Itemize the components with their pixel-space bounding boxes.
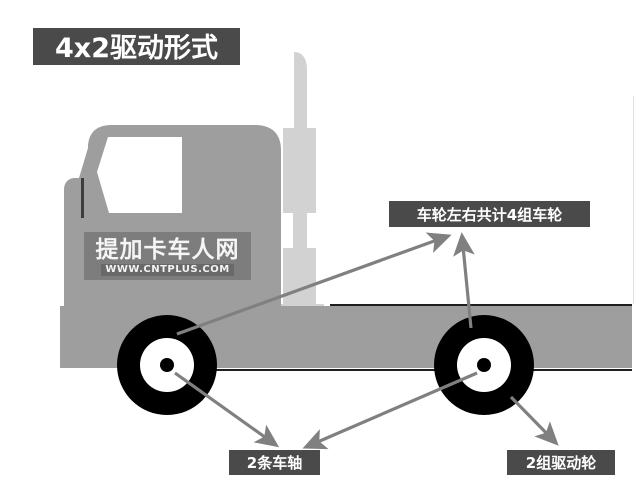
watermark: 提加卡车人网 WWW.CNTPLUS.COM — [84, 232, 251, 280]
right-guide-line — [633, 96, 634, 304]
rear-wheel-hub — [477, 358, 491, 372]
cab-window — [97, 137, 182, 213]
arrow-front-wheel-to-axles-label — [174, 371, 280, 448]
diagram-title: 4x2驱动形式 — [33, 28, 240, 65]
rear-wheel — [434, 315, 534, 415]
a-pillar — [81, 178, 84, 218]
callout-label-axles: 2条车轴 — [229, 450, 320, 475]
front-wheel-hub — [160, 358, 174, 372]
arrow-rear-wheel-to-drive-label — [509, 395, 559, 446]
callout-label-drive: 2组驱动轮 — [507, 450, 615, 475]
deck-shade — [281, 306, 341, 332]
truck-cab — [64, 125, 281, 368]
watermark-text: 提加卡车人网 — [95, 236, 240, 263]
arrow-rear-wheel-to-wheels-label — [453, 232, 475, 329]
arrow-rear-wheel-to-axles-label — [302, 371, 478, 450]
arrow-front-wheel-to-wheels-label — [176, 232, 452, 336]
callout-label-wheels: 车轮左右共计4组车轮 — [389, 201, 590, 227]
watermark-url: WWW.CNTPLUS.COM — [101, 263, 234, 276]
